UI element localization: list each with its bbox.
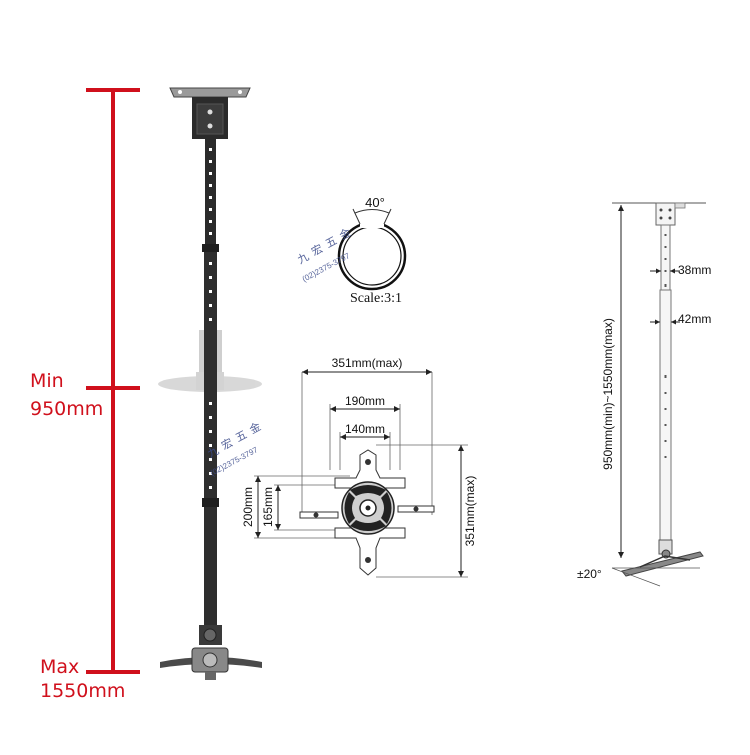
clamp-gap <box>360 220 384 228</box>
side-lower-tube <box>659 289 672 546</box>
bracket-slot-bolt <box>313 512 319 518</box>
upper-tube-holes <box>209 148 212 235</box>
max-label: Max <box>40 656 80 678</box>
spider-mount-foot <box>205 672 216 680</box>
clamp-angle-label: 40° <box>365 195 385 210</box>
plan-height-outer-label: 200mm <box>241 487 255 527</box>
angle-arc <box>354 209 390 214</box>
bracket-slot-bolt <box>365 557 371 563</box>
bracket-upper-arm <box>334 449 406 489</box>
bracket-left-arm <box>299 511 339 519</box>
bracket-hub-segment <box>381 492 392 524</box>
side-plate-edge <box>674 202 686 209</box>
bracket-lower-arm <box>334 527 406 576</box>
spider-mount-center <box>202 652 218 668</box>
side-tube-holes <box>664 234 667 458</box>
side-tilt-label: ±20° <box>577 567 602 581</box>
watermark-char: 金 <box>247 419 263 437</box>
min-label: Min <box>30 370 64 392</box>
side-view: 38mm 42mm 950mm(min)~1550mm(max) ±20° <box>577 202 711 587</box>
plan-width-max-label: 351mm(max) <box>332 356 403 370</box>
side-mount-plate <box>621 551 704 577</box>
ceiling-plate-hole <box>238 90 242 94</box>
watermark-char: 五 <box>233 428 249 445</box>
bracket-slot-bolt <box>413 506 419 512</box>
tube-collar <box>202 498 219 507</box>
middle-tube <box>204 252 217 502</box>
side-tube-arrowheads <box>655 268 676 325</box>
plan-dimension-lines <box>257 371 462 577</box>
main-pole <box>158 87 262 680</box>
bracket-plan: 351mm(max) 190mm 140mm 200mm 165mm 351mm… <box>241 356 477 578</box>
plan-width-min-label: 140mm <box>345 422 385 436</box>
bracket-hub-segment <box>350 485 386 496</box>
lower-tube <box>204 507 217 627</box>
side-tilt-angle-line <box>611 567 661 587</box>
plan-width-mid-label: 190mm <box>345 394 385 408</box>
watermark-char: 九 <box>205 444 221 461</box>
side-lower-tube-label: 42mm <box>678 312 711 326</box>
watermark-char: 九 <box>295 250 311 267</box>
plan-arrowheads <box>255 369 464 577</box>
bracket-hub-segment <box>344 492 355 524</box>
plan-height-max-label: 351mm(max) <box>463 476 477 547</box>
watermark-phone: (02)2375-3797 <box>301 251 352 284</box>
watermark-char: 宏 <box>309 241 325 259</box>
side-top-bracket <box>655 202 676 226</box>
ceiling-plate-hole <box>178 90 182 94</box>
height-scale <box>86 88 140 674</box>
bracket-slot-bolt <box>365 459 371 465</box>
side-length-arrow-top <box>618 205 624 211</box>
tilt-knob <box>203 628 217 642</box>
side-length-arrow-bottom <box>618 552 624 558</box>
plan-height-inner-label: 165mm <box>261 487 275 527</box>
top-bracket-face <box>196 103 224 135</box>
min-value: 950mm <box>30 398 104 420</box>
side-length-label: 950mm(min)~1550mm(max) <box>601 318 615 470</box>
side-mount-arms <box>639 555 691 568</box>
bracket-hub-bolt <box>365 505 371 511</box>
angle-line-right <box>383 208 392 225</box>
ceiling-plate <box>169 87 251 98</box>
watermark-char: 宏 <box>219 435 235 453</box>
middle-tube-holes <box>209 262 212 489</box>
upper-tube <box>205 139 216 249</box>
side-upper-tube-label: 38mm <box>678 263 711 277</box>
bracket-bolt <box>207 109 213 115</box>
bracket-hub-segment <box>350 520 386 531</box>
tube-collar <box>202 244 219 252</box>
clamp-scale-label: Scale:3:1 <box>350 291 402 306</box>
watermark-char: 金 <box>337 225 353 243</box>
bracket-bolt <box>207 123 213 129</box>
clamp-detail: 40° Scale:3:1 <box>337 195 407 306</box>
bracket-body <box>299 449 435 576</box>
angle-line-left <box>352 208 361 225</box>
max-value: 1550mm <box>40 680 126 702</box>
watermark-char: 五 <box>323 234 339 251</box>
